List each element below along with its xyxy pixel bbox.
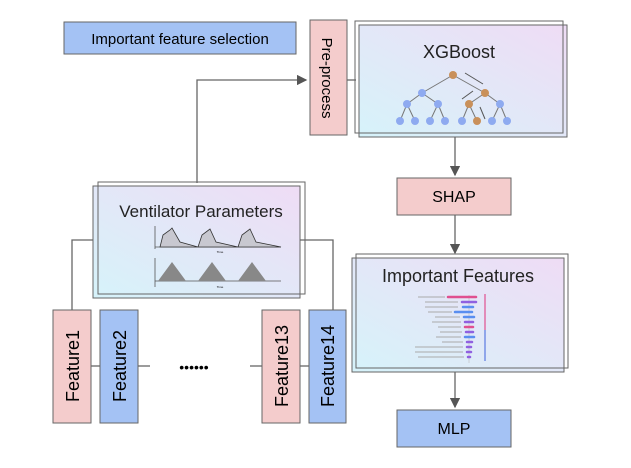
title-label: Important feature selection: [91, 31, 269, 48]
pressure-x-label: Time: [217, 250, 224, 254]
xgboost-box: XGBoost: [354, 20, 568, 138]
ellipsis: ••••••: [179, 359, 209, 375]
pressure-waveform: Time: [154, 226, 282, 254]
decision-tree-icon: [396, 71, 511, 125]
important-features-box: Important Features: [351, 253, 569, 373]
feature-label: Feature13: [272, 325, 292, 407]
ventilator-label: Ventilator Parameters: [119, 202, 282, 221]
important-features-label: Important Features: [382, 266, 534, 286]
shap-box: SHAP: [396, 177, 512, 216]
feature-label: Feature2: [110, 330, 130, 402]
shap-label: SHAP: [432, 189, 476, 206]
xgboost-label: XGBoost: [423, 42, 495, 62]
title-box: Important feature selection: [63, 21, 297, 55]
feature-label: Feature1: [63, 330, 83, 402]
shap-summary-plot: [415, 294, 486, 363]
connectors: [71, 74, 461, 409]
preprocess-label: Pre-process: [318, 38, 335, 119]
volume-x-label: Time: [217, 285, 224, 289]
ventilator-parameters-box: Ventilator Parameters Time Time: [92, 181, 306, 299]
mlp-box: MLP: [396, 409, 512, 448]
preprocess-box: Pre-process: [309, 19, 348, 136]
mlp-label: MLP: [438, 421, 471, 438]
volume-waveform: Time: [154, 258, 281, 289]
feature-box-2: Feature2: [99, 309, 139, 424]
feature-label: Feature14: [318, 325, 338, 407]
feature-box-1: Feature1: [52, 309, 92, 424]
feature-box-13: Feature13: [261, 309, 301, 424]
feature-box-14: Feature14: [308, 309, 347, 424]
